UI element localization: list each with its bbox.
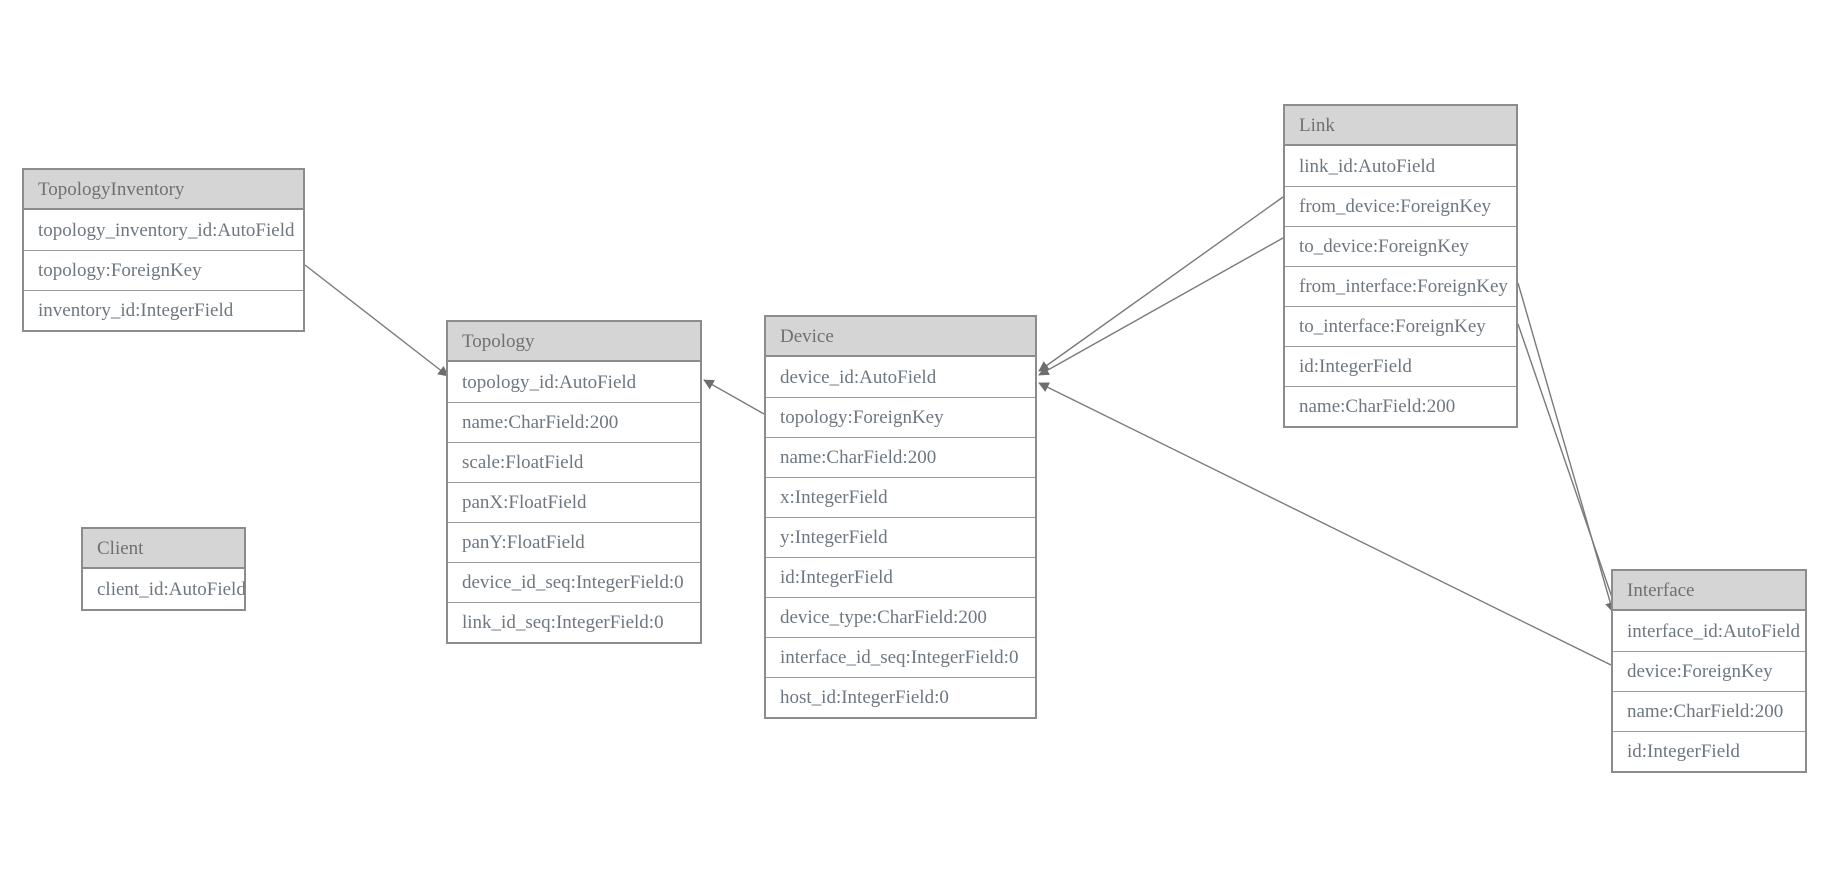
entity-title-link: Link (1285, 106, 1516, 146)
entity-title-device: Device (766, 317, 1035, 357)
entity-client[interactable]: Client client_id:AutoField (81, 527, 246, 611)
entity-field[interactable]: name:CharField:200 (1613, 691, 1805, 731)
entity-field[interactable]: device_id:AutoField (780, 366, 937, 388)
entity-link[interactable]: Link link_id:AutoField from_device:Foreign… (1283, 104, 1518, 428)
relationship-topologyinventory-topology[interactable] (304, 264, 449, 377)
entity-fields-topology-inventory: topology_inventory_id:AutoField topology:… (24, 210, 303, 330)
entity-field[interactable]: from_device:ForeignKey (1285, 186, 1516, 226)
entity-field[interactable]: to_device:ForeignKey (1285, 226, 1516, 266)
entity-device[interactable]: Device device_id:AutoField topology:Foreig… (764, 315, 1037, 719)
entity-field[interactable]: interface_id_seq:IntegerField:0 (766, 637, 1035, 677)
entity-field[interactable]: device_type:CharField:200 (766, 597, 1035, 637)
entity-field[interactable]: client_id:AutoField (97, 578, 246, 600)
entity-field[interactable]: link_id_seq:IntegerField:0 (448, 602, 700, 642)
entity-field[interactable]: device_id_seq:IntegerField:0 (448, 562, 700, 602)
entity-field[interactable]: id:IntegerField (1613, 731, 1805, 771)
entity-title-interface: Interface (1613, 571, 1805, 611)
entity-fields-client: client_id:AutoField (83, 569, 246, 609)
entity-field[interactable]: interface_id:AutoField (1627, 620, 1801, 642)
entity-title-topology: Topology (448, 322, 700, 362)
entity-title-client: Client (83, 529, 244, 569)
entity-field[interactable]: panY:FloatField (448, 522, 700, 562)
entity-field[interactable]: inventory_id:IntegerField (24, 290, 303, 330)
relationship-link-to-device[interactable] (1038, 237, 1284, 376)
entity-interface[interactable]: Interface interface_id:AutoField device:Fo… (1611, 569, 1807, 773)
entity-field[interactable]: device:ForeignKey (1613, 651, 1805, 691)
relationship-device-topology[interactable] (703, 379, 765, 415)
entity-field[interactable]: y:IntegerField (766, 517, 1035, 557)
entity-field[interactable]: name:CharField:200 (766, 437, 1035, 477)
entity-field[interactable]: from_interface:ForeignKey (1285, 266, 1516, 306)
entity-title-topology-inventory: TopologyInventory (24, 170, 303, 210)
entity-field[interactable]: name:CharField:200 (1285, 386, 1516, 426)
entity-field[interactable]: topology_inventory_id:AutoField (38, 219, 295, 241)
entity-field[interactable]: topology_id:AutoField (462, 371, 637, 393)
relationship-link-from-device[interactable] (1038, 196, 1284, 372)
entity-field[interactable]: host_id:IntegerField:0 (766, 677, 1035, 717)
entity-field[interactable]: panX:FloatField (448, 482, 700, 522)
entity-field[interactable]: to_interface:ForeignKey (1285, 306, 1516, 346)
entity-field[interactable]: x:IntegerField (766, 477, 1035, 517)
entity-field[interactable]: name:CharField:200 (448, 402, 700, 442)
entity-field[interactable]: topology:ForeignKey (24, 250, 303, 290)
entity-field[interactable]: id:IntegerField (1285, 346, 1516, 386)
entity-topology[interactable]: Topology topology_id:AutoField name:CharFi… (446, 320, 702, 644)
entity-field[interactable]: topology:ForeignKey (766, 397, 1035, 437)
entity-field[interactable]: link_id:AutoField (1299, 155, 1436, 177)
relationship-link-from-interface[interactable] (1517, 282, 1616, 613)
relationship-link-to-interface[interactable] (1517, 323, 1619, 613)
entity-field[interactable]: id:IntegerField (766, 557, 1035, 597)
entity-field[interactable]: scale:FloatField (448, 442, 700, 482)
